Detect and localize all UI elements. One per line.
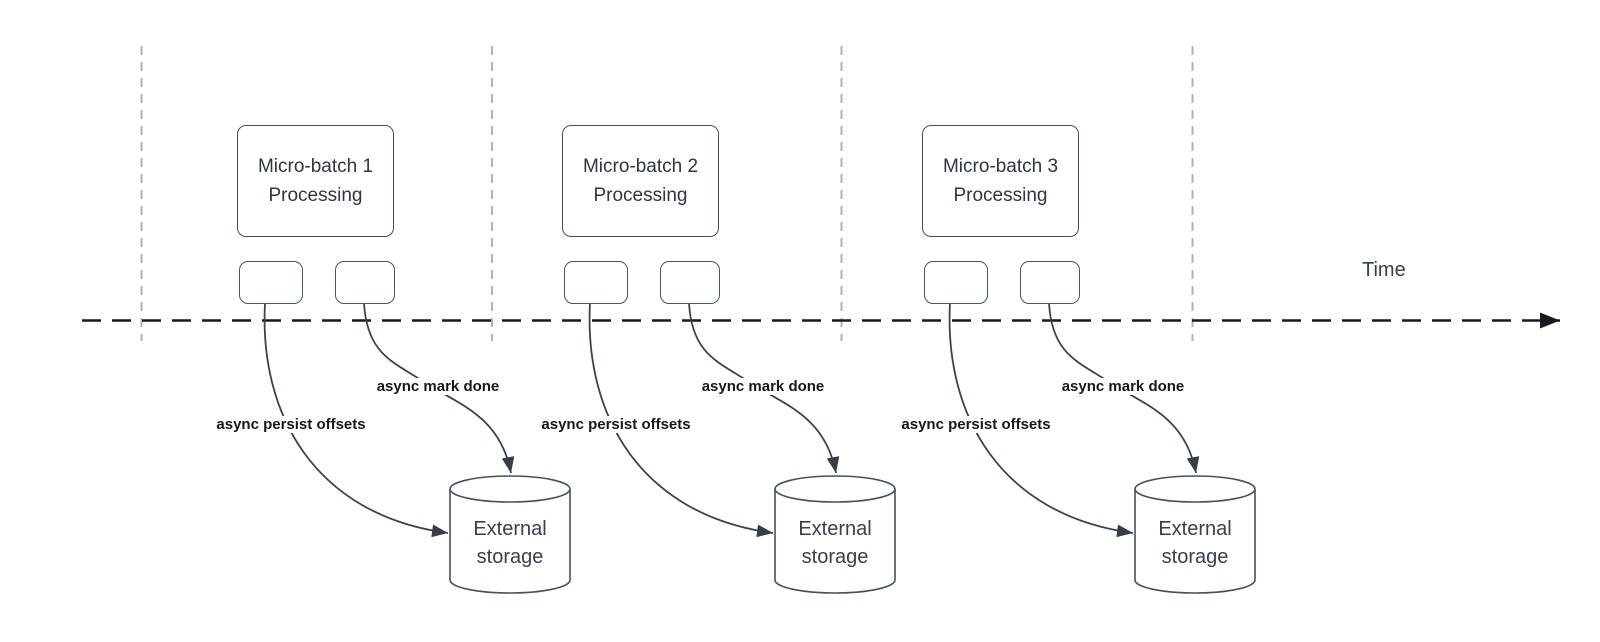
micro-batch-3-processing-box: Micro-batch 3 Processing	[922, 125, 1079, 237]
mark-done-arrow-label-1: async mark done	[373, 378, 503, 395]
persist-offsets-arrow-label-2: async persist offsets	[538, 416, 694, 433]
time-axis-label: Time	[1362, 259, 1406, 281]
batch-3-shapes	[948, 302, 1256, 594]
persist-offsets-arrow-label-3: async persist offsets	[898, 416, 1054, 433]
storage-cylinder-body-1	[449, 489, 571, 594]
mark-done-arrow-label-3: async mark done	[1058, 378, 1188, 395]
mark-done-task-box-1	[335, 261, 395, 304]
persist-offsets-arrow-label-1: async persist offsets	[213, 416, 369, 433]
external-storage-label-1: External storage	[473, 518, 547, 568]
storage-cylinder-top-2	[774, 475, 896, 503]
storage-cylinder-body-2	[774, 489, 896, 594]
persist-offsets-task-box-1	[239, 261, 303, 304]
external-storage-label-3: External storage	[1158, 518, 1232, 568]
micro-batch-1-processing-box: Micro-batch 1 Processing	[237, 125, 394, 237]
persist-offsets-arrow-1	[263, 302, 449, 538]
persist-offsets-task-box-3	[924, 261, 988, 304]
storage-cylinder-body-3	[1134, 489, 1256, 594]
batch-2-shapes	[588, 302, 896, 594]
persist-offsets-task-box-2	[564, 261, 628, 304]
storage-cylinder-top-3	[1134, 475, 1256, 503]
mark-done-arrow-label-2: async mark done	[698, 378, 828, 395]
storage-cylinder-top-1	[449, 475, 571, 503]
mark-done-task-box-3	[1020, 261, 1080, 304]
persist-offsets-arrow-3	[948, 302, 1134, 538]
micro-batch-2-processing-box: Micro-batch 2 Processing	[562, 125, 719, 237]
batch-1-shapes	[263, 302, 571, 594]
external-storage-label-2: External storage	[798, 518, 872, 568]
mark-done-task-box-2	[660, 261, 720, 304]
persist-offsets-arrow-2	[588, 302, 774, 538]
